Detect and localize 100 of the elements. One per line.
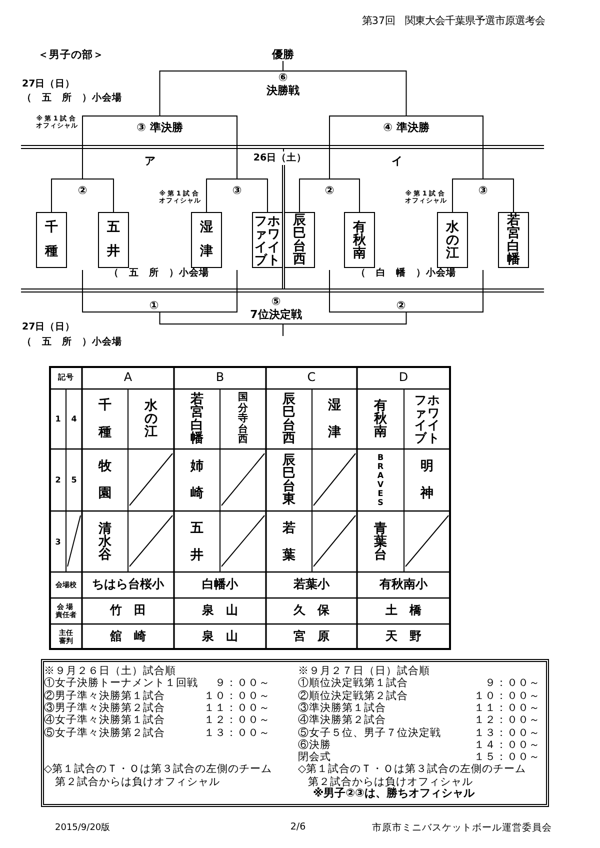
date-label: 26日（土） (253, 154, 307, 164)
bracket-line (282, 324, 284, 336)
bracket-line (282, 312, 407, 324)
schedule-item: ⑥決勝 (298, 738, 331, 751)
bracket-line (159, 116, 238, 180)
version-date: 2015/9/20版 (55, 822, 110, 834)
team-name: 青葉台 (374, 522, 388, 561)
school-name: 若葉小 (294, 578, 330, 592)
schedule-item: ④女子準々決勝第１試合 (44, 714, 165, 726)
team-box: 辰巳台西 (284, 212, 315, 268)
date-label: 27日（日） (22, 322, 76, 334)
match-label: ① (147, 299, 161, 312)
column-header: A (124, 371, 132, 385)
team-name: 湿津 (328, 397, 342, 442)
venue-label: （ 五 所 ）小会場 (22, 338, 122, 348)
team-name: 清水谷 (98, 522, 112, 561)
venue-label: （ 五 所 ）小会場 (109, 268, 209, 280)
match-label: ④ 準決勝 (381, 116, 432, 134)
bracket-line (299, 178, 330, 212)
person-name: 久 保 (294, 604, 330, 618)
school-name: 白幡小 (202, 578, 238, 592)
start-time: ９：００～ (485, 677, 540, 690)
row-number: 5 (71, 475, 77, 485)
bracket-line (82, 270, 154, 312)
schedule-item: ⑤女子５位、男子７位決定戦 (298, 726, 441, 739)
start-time: １２：００～ (204, 714, 270, 726)
schedule-item: ⑤女子準々決勝第２試合 (44, 726, 165, 739)
start-time: １０：００～ (204, 690, 270, 702)
team-name: 明神 (420, 458, 434, 503)
team-name: ホワイトファイブ (414, 394, 440, 444)
bracket-line (236, 178, 268, 212)
note-text: ◇第１試合のＴ・Ｏは第３試合の左側のチーム (298, 763, 526, 776)
match-label: ② (76, 179, 90, 197)
person-name: 竹 田 (110, 604, 146, 618)
person-name: 泉 山 (202, 604, 238, 618)
match-label: ③ 準決勝 (134, 116, 185, 134)
start-time: ９：００～ (215, 677, 270, 690)
block-label: ア (144, 156, 156, 168)
schedule-item: ②順位決定戦第２試合 (298, 690, 408, 702)
team-box: ホワイトファイブ (252, 212, 283, 268)
match-label: 決勝戦 (266, 84, 300, 97)
schedule-item: ④準決勝第２試合 (298, 714, 386, 726)
schedule-item: ③男子準々決勝第２試合 (44, 702, 165, 714)
block-label: イ (392, 156, 402, 168)
start-time: １１：００～ (474, 702, 540, 714)
match-label: ③ (230, 179, 244, 197)
person-name: 宮 原 (294, 630, 330, 644)
row-number: 2 (55, 475, 61, 485)
champion-label: 優勝 (270, 48, 296, 61)
bracket-line (82, 178, 114, 212)
team-box: 千種 (36, 212, 67, 268)
start-time: １２：００～ (474, 714, 540, 726)
bracket-line (159, 312, 284, 324)
team-name: BRAVES (376, 453, 385, 507)
schedule-item: 閉会式 (298, 751, 331, 764)
team-name: 千種 (98, 396, 112, 442)
column-header: C (307, 371, 316, 385)
date-label: 27日（日） (22, 80, 76, 90)
bracket-line (282, 70, 407, 116)
note-text: 第２試合からは負けオフィシャル (308, 776, 473, 788)
organizer-name: 市原市ミニバスケットボール運営委員会 (372, 822, 552, 834)
team-name: 有秋南 (374, 400, 388, 438)
bracket-line (154, 270, 238, 312)
match-label: ② (322, 179, 336, 197)
team-name: 五井 (190, 520, 204, 564)
school-name: 有秋南小 (380, 578, 428, 592)
schedule-item: ③準決勝第１試合 (298, 702, 386, 714)
schedule-item: ①順位決定戦第１試合 (298, 677, 408, 690)
school-name: ちはら台桜小 (92, 578, 164, 592)
team-name: 姉崎 (190, 458, 204, 503)
match-label: 7位決定戦 (250, 308, 302, 320)
page-number: 2/6 (290, 822, 306, 834)
team-name: 辰巳台東 (282, 454, 296, 506)
bracket-line (159, 70, 284, 116)
team-name: 辰巳台西 (282, 393, 296, 445)
start-time: １３：００～ (204, 726, 270, 739)
note-text: 第２試合からは負けオフィシャル (55, 776, 220, 788)
team-name: 牧園 (98, 458, 112, 503)
bracket-line (51, 178, 83, 212)
match-label: ③ (476, 179, 490, 197)
bracket-line (82, 116, 160, 180)
section-heading: ＜男子の部＞ (38, 48, 104, 62)
team-box: 水の江 (437, 212, 468, 268)
schedule-item: ②男子準々決勝第１試合 (44, 690, 165, 702)
person-name: 泉 山 (202, 630, 238, 644)
schedule-heading: ※９月２６日（土）試合順 (44, 664, 176, 677)
team-box: 湿津 (191, 212, 222, 268)
bracket-line (482, 178, 514, 212)
team-box: 五井 (98, 212, 129, 268)
venue-label: （ 五 所 ）小会場 (22, 94, 122, 104)
start-time: １０：００～ (474, 690, 540, 702)
note-text: ※男子②③は、勝ちオフィシャル (313, 788, 474, 800)
notes-box (41, 659, 549, 807)
column-header: B (216, 371, 224, 385)
match-label: ② (394, 299, 408, 312)
team-name: 若葉 (282, 520, 296, 564)
column-header: D (398, 371, 408, 385)
schedule-heading: ※９月２７日（日）試合順 (298, 664, 430, 677)
team-box: 若宮白幡 (498, 212, 529, 268)
team-name: 水の江 (144, 400, 158, 438)
